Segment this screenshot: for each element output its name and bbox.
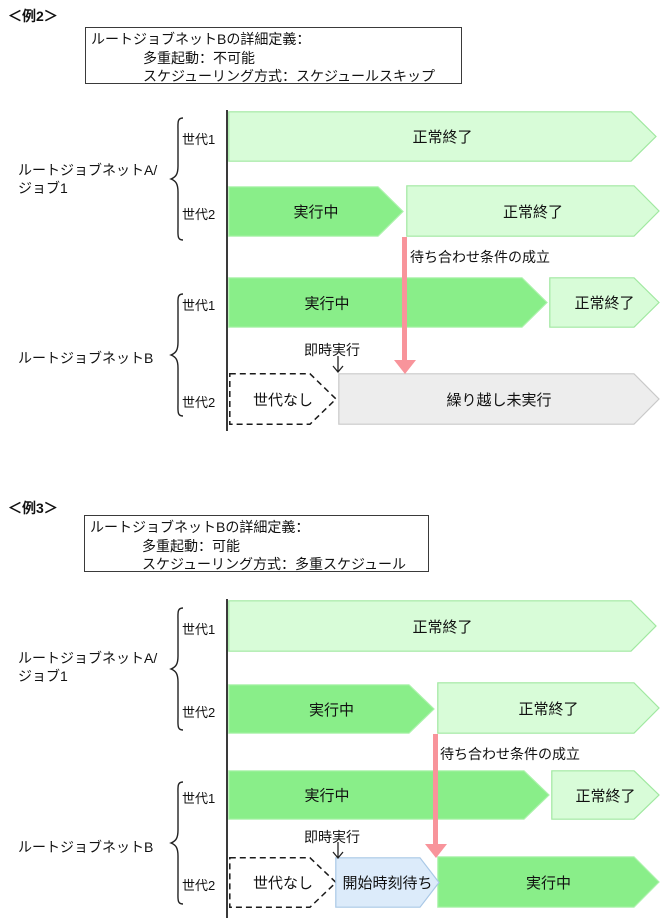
group-brace xyxy=(169,117,184,241)
immediate-exec-label: 即時実行 xyxy=(304,829,360,845)
status-bar-waiting-start-time: 開始時刻待ち xyxy=(335,857,440,908)
wait-condition-arrow xyxy=(433,734,438,844)
status-bar-normal-end: 正常終了 xyxy=(406,185,660,237)
timeline-axis xyxy=(226,599,228,918)
bar-label: 正常終了 xyxy=(502,203,563,221)
definition-box: ルートジョブネットBの詳細定義： 多重起動：可能 スケジューリング方式：多重スケ… xyxy=(84,515,429,572)
bar-label: 世代なし xyxy=(252,875,313,892)
status-bar-running: 実行中 xyxy=(228,684,435,734)
status-bar-carried-over: 繰り越し未実行 xyxy=(338,373,660,425)
generation-label: 世代1 xyxy=(182,791,216,806)
bar-label: 実行中 xyxy=(525,874,571,892)
bar-label: 繰り越し未実行 xyxy=(446,391,552,409)
definition-line: スケジューリング方式：多重スケジュール xyxy=(142,556,407,572)
group-brace xyxy=(169,293,184,417)
bar-label: 正常終了 xyxy=(574,295,635,312)
generation-label: 世代1 xyxy=(182,298,216,313)
bar-label: 正常終了 xyxy=(575,787,636,805)
status-bar-running: 実行中 xyxy=(228,186,404,237)
wait-condition-arrowhead-icon xyxy=(425,844,447,858)
group-label-jobnet-a: ルートジョブネットA/ ジョブ1 xyxy=(18,650,158,684)
group-brace xyxy=(169,781,184,905)
bar-label: 実行中 xyxy=(304,787,350,805)
bar-label: 世代なし xyxy=(252,391,313,409)
status-bar-running: 実行中 xyxy=(437,856,660,908)
status-bar-running: 実行中 xyxy=(228,277,548,328)
bar-label: 正常終了 xyxy=(412,618,473,636)
status-bar-normal-end: 正常終了 xyxy=(228,111,657,162)
definition-line: 多重起動：不可能 xyxy=(143,49,255,66)
status-bar-no-generation: 世代なし xyxy=(229,373,338,425)
generation-label: 世代1 xyxy=(182,622,216,637)
group-brace xyxy=(169,607,184,731)
immediate-exec-label: 即時実行 xyxy=(304,342,360,358)
immediate-exec-arrow-icon xyxy=(332,356,344,374)
group-label-jobnet-b: ルートジョブネットB xyxy=(18,839,154,855)
group-label-jobnet-a: ルートジョブネットA/ ジョブ1 xyxy=(18,162,158,196)
example-tag: ＜例3＞ xyxy=(8,500,58,516)
bar-label: 開始時刻待ち xyxy=(342,875,433,892)
definition-box: ルートジョブネットBの詳細定義： 多重起動：不可能 スケジューリング方式：スケジ… xyxy=(85,27,462,84)
definition-line: 多重起動：可能 xyxy=(142,537,240,554)
status-bar-normal-end: 正常終了 xyxy=(551,770,660,820)
status-bar-running: 実行中 xyxy=(228,770,550,820)
status-bar-normal-end: 正常終了 xyxy=(549,277,660,328)
wait-condition-label: 待ち合わせ条件の成立 xyxy=(410,249,550,265)
status-bar-no-generation: 世代なし xyxy=(229,857,338,908)
example-tag: ＜例2＞ xyxy=(8,8,58,24)
generation-label: 世代2 xyxy=(182,878,216,893)
generation-label: 世代2 xyxy=(182,207,216,222)
bar-label: 正常終了 xyxy=(412,129,473,146)
definition-line: ルートジョブネットBの詳細定義： xyxy=(90,519,310,535)
definition-line: スケジューリング方式：スケジュールスキップ xyxy=(143,68,436,84)
wait-condition-label: 待ち合わせ条件の成立 xyxy=(440,746,580,762)
bar-label: 実行中 xyxy=(308,701,354,719)
generation-label: 世代2 xyxy=(182,705,216,720)
generation-label: 世代2 xyxy=(182,395,216,410)
timeline-axis xyxy=(226,110,228,431)
bar-label: 実行中 xyxy=(293,204,339,221)
wait-condition-arrowhead-icon xyxy=(394,360,416,374)
immediate-exec-arrow-icon xyxy=(332,842,344,860)
bar-label: 実行中 xyxy=(304,295,350,312)
definition-line: ルートジョブネットBの詳細定義： xyxy=(91,31,311,47)
wait-condition-arrow xyxy=(402,237,407,360)
bar-label: 正常終了 xyxy=(518,700,579,718)
generation-label: 世代1 xyxy=(182,132,216,147)
group-label-jobnet-b: ルートジョブネットB xyxy=(18,350,154,366)
status-bar-normal-end: 正常終了 xyxy=(228,600,657,652)
status-bar-normal-end: 正常終了 xyxy=(437,682,660,734)
